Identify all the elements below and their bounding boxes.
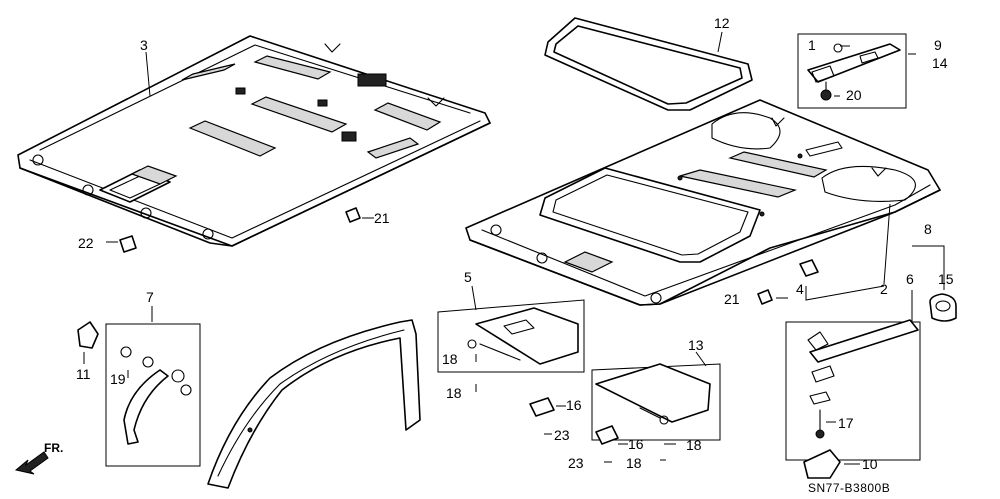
leader-lines	[83, 31, 916, 465]
callout-18-c: 18	[686, 437, 702, 453]
callout-6: 6	[906, 271, 914, 287]
clips-16	[529, 397, 619, 445]
callout-5: 5	[464, 269, 472, 285]
callout-21-top: 21	[374, 210, 390, 226]
callout-18-d: 18	[626, 455, 642, 471]
callout-14: 14	[932, 55, 948, 71]
headlining-right	[465, 99, 941, 306]
callout-23-b: 23	[568, 455, 584, 471]
callout-7: 7	[146, 289, 154, 305]
callout-1: 1	[808, 37, 816, 53]
callout-9: 9	[934, 37, 942, 53]
callout-20: 20	[846, 87, 862, 103]
callout-11: 11	[76, 366, 91, 382]
drawing-code: SN77-B3800B	[808, 481, 890, 495]
callout-18-b: 18	[446, 385, 462, 401]
callout-15: 15	[938, 271, 954, 287]
front-direction-label: FR.	[44, 441, 63, 455]
callout-4: 4	[796, 281, 804, 297]
callout-22: 22	[78, 235, 94, 251]
callout-17: 17	[838, 415, 854, 431]
callout-21-bottom: 21	[724, 291, 740, 307]
callout-2: 2	[880, 281, 888, 297]
callout-19: 19	[110, 371, 126, 387]
headlining-left	[17, 35, 491, 247]
clip-15	[912, 245, 957, 322]
callout-10: 10	[862, 456, 878, 472]
clips-21-22	[119, 207, 773, 305]
callout-13: 13	[688, 337, 704, 353]
callout-16-b: 16	[628, 436, 644, 452]
grab-handle-group-7	[77, 321, 201, 467]
sun-visor-left	[437, 299, 585, 373]
bracket-group-9-14	[797, 33, 907, 109]
callout-3: 3	[140, 37, 148, 53]
callout-12: 12	[714, 15, 730, 31]
callout-18-a: 18	[442, 351, 458, 367]
callout-8: 8	[924, 221, 932, 237]
pillar-trim	[207, 319, 421, 489]
callout-16-a: 16	[566, 397, 582, 413]
front-direction-arrow: FR.	[14, 441, 63, 475]
clip-4	[799, 259, 819, 277]
sunroof-seal	[544, 17, 753, 111]
sun-visor-right	[591, 363, 721, 441]
bracket-group-6	[785, 319, 921, 479]
callout-labels: 3 12 1 9 14 20 21 22 8 15 6 2 4 21 5 13 …	[76, 15, 954, 472]
callout-23-a: 23	[554, 427, 570, 443]
